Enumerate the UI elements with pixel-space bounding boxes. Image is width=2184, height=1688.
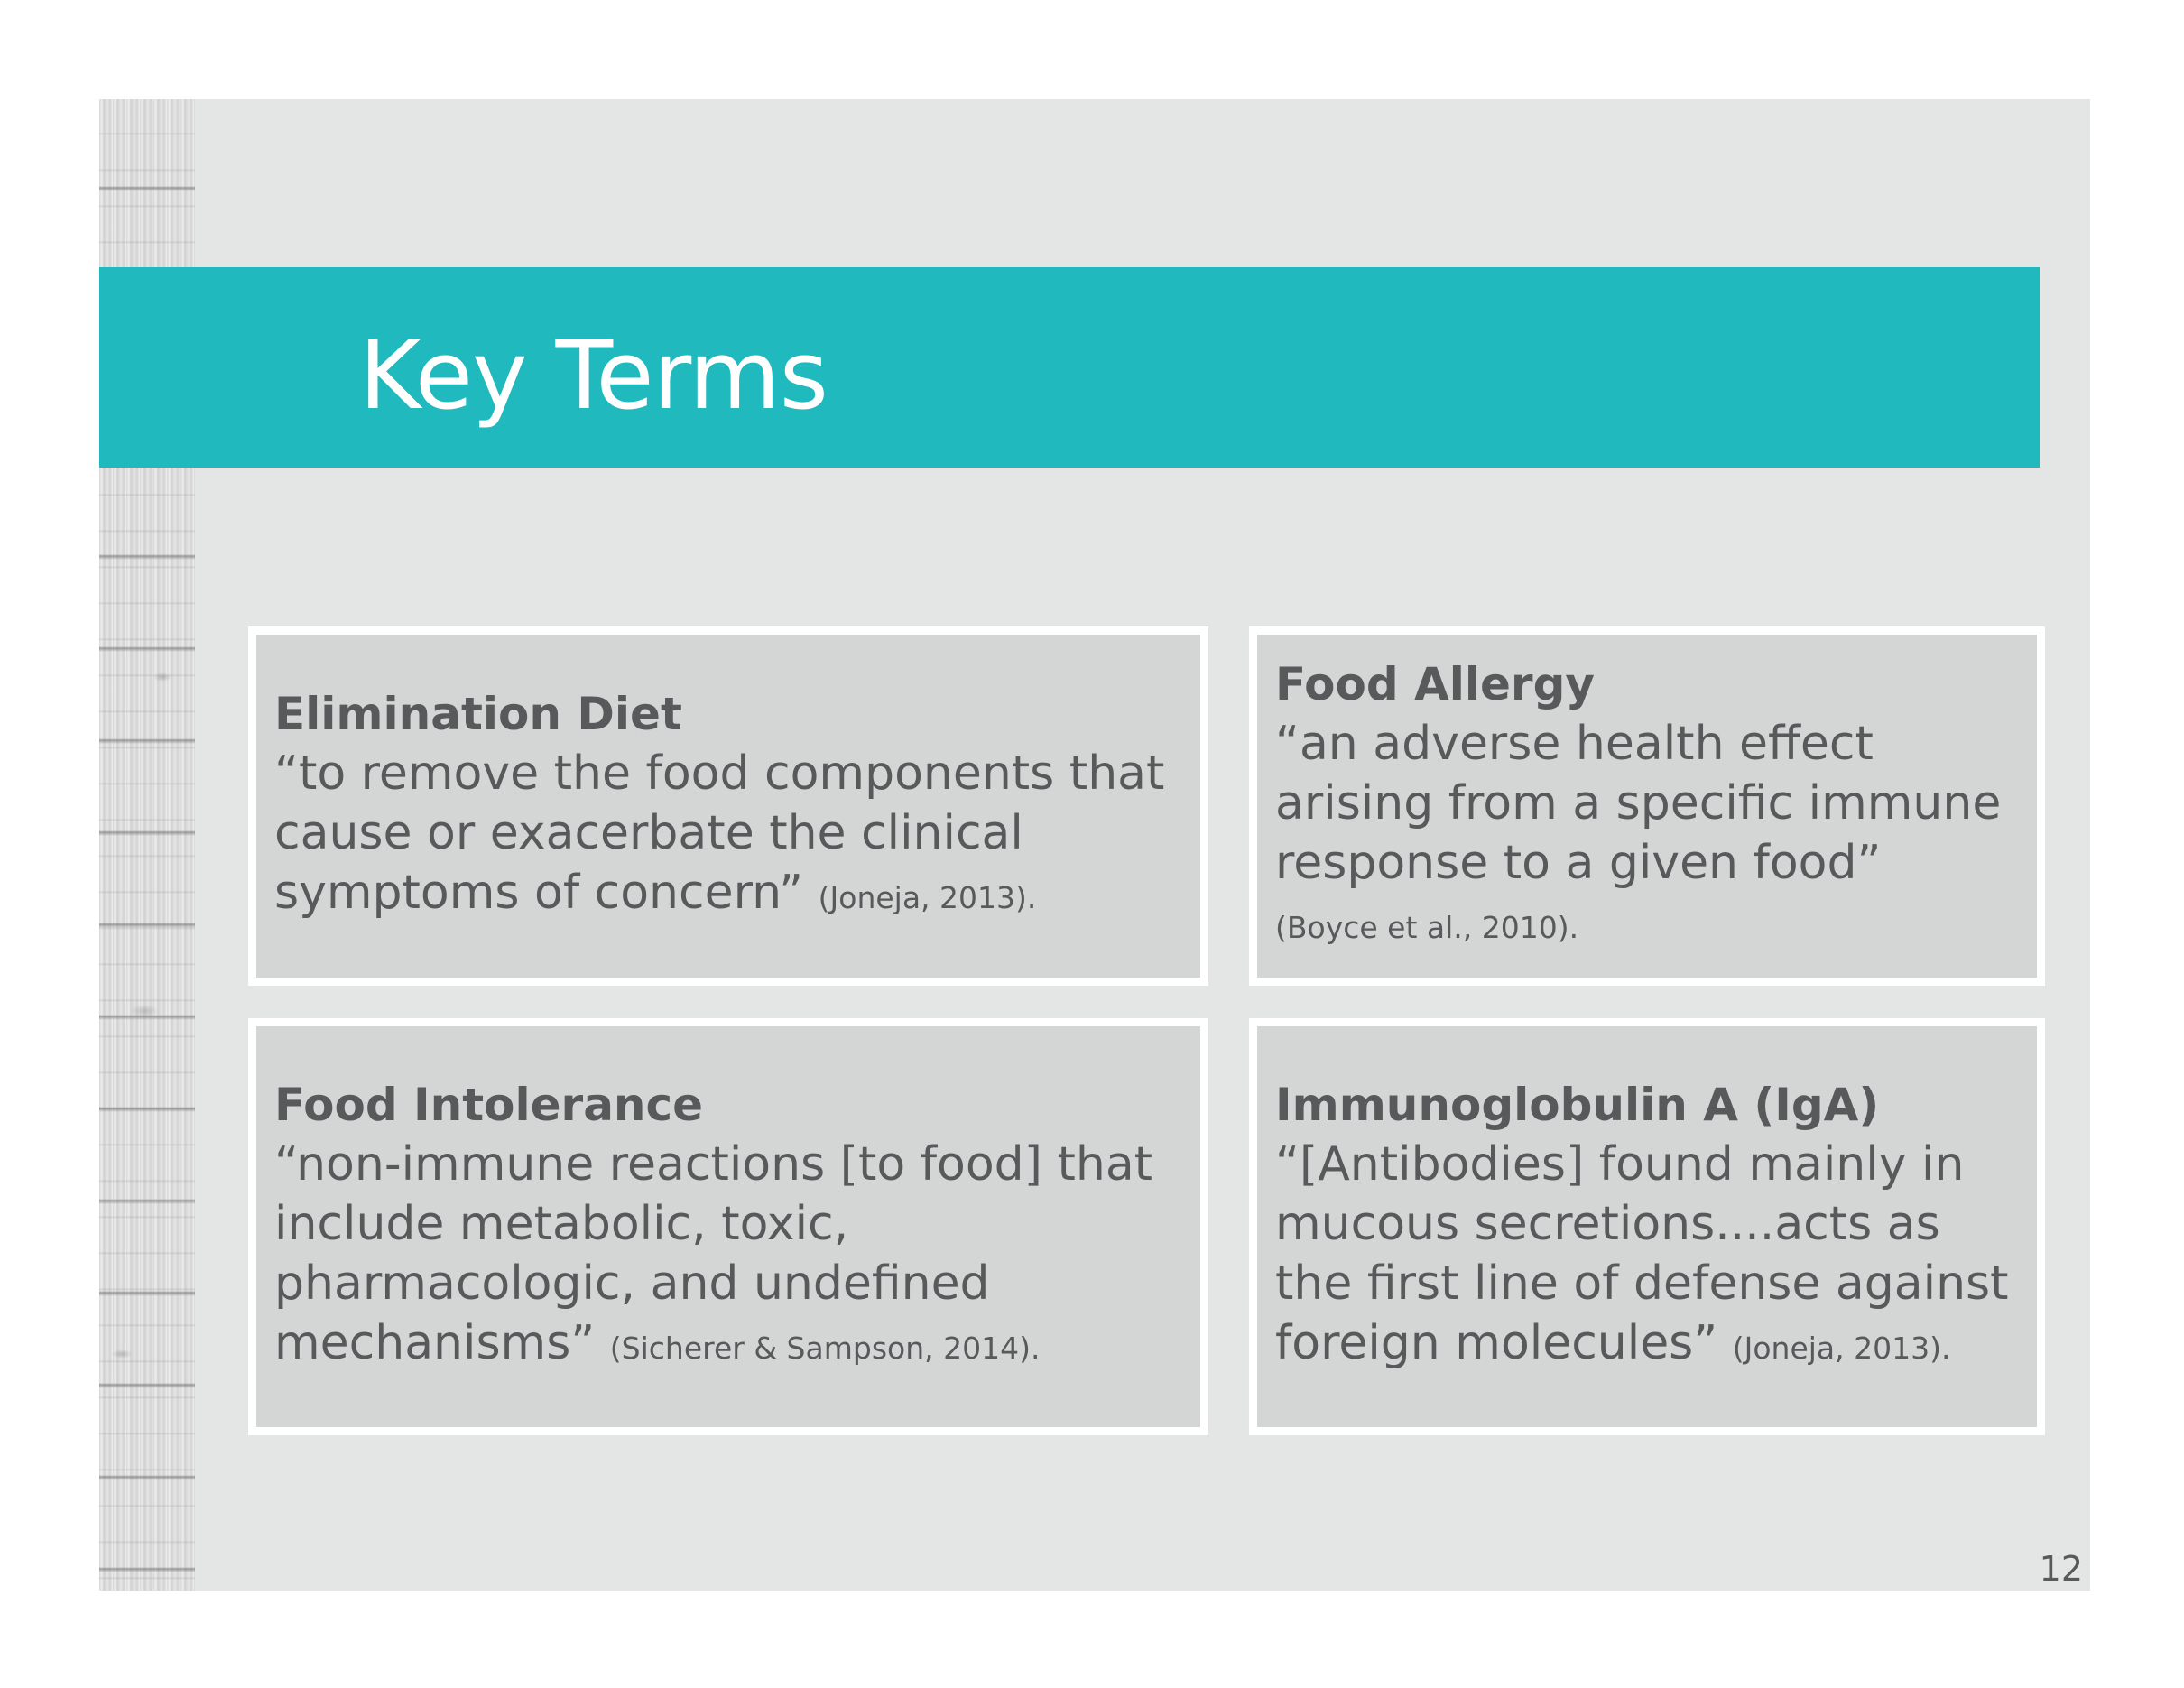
term-card-immunoglobulin-a: Immunoglobulin A (IgA) “[Antibodies] fou… [1249, 1018, 2045, 1435]
page-number: 12 [2039, 1549, 2083, 1589]
citation: (Joneja, 2013). [818, 880, 1037, 915]
term-heading: Immunoglobulin A (IgA) [1275, 1079, 1880, 1131]
term-heading: Food Allergy [1275, 658, 1595, 710]
term-card-food-intolerance: Food Intolerance “non-immune reactions [… [248, 1018, 1208, 1435]
definition-text: “an adverse health effect arising from a… [1275, 717, 2002, 890]
title-banner: Key Terms [99, 267, 2040, 468]
term-heading: Elimination Diet [274, 688, 682, 740]
term-card-food-allergy: Food Allergy “an adverse health effect a… [1249, 626, 2045, 986]
slide-title: Key Terms [359, 320, 828, 431]
citation: (Sicherer & Sampson, 2014). [609, 1331, 1041, 1366]
term-heading: Food Intolerance [274, 1079, 704, 1131]
definition-text: “to remove the food components that caus… [274, 747, 1165, 920]
term-definition: “to remove the food components that caus… [274, 744, 1182, 928]
citation: (Boyce et al., 2010). [1275, 910, 1579, 945]
slide: Key Terms Elimination Diet “to remove th… [99, 99, 2090, 1591]
term-definition: “non-immune reactions [to food] that inc… [274, 1135, 1182, 1378]
citation: (Joneja, 2013). [1732, 1331, 1951, 1366]
term-definition: “[Antibodies] found mainly in mucous sec… [1275, 1135, 2019, 1378]
definition-text: “non-immune reactions [to food] that inc… [274, 1137, 1153, 1370]
term-card-elimination-diet: Elimination Diet “to remove the food com… [248, 626, 1208, 986]
definition-text: “[Antibodies] found mainly in mucous sec… [1275, 1137, 2009, 1370]
term-definition: “an adverse health effect arising from a… [1275, 714, 2019, 958]
